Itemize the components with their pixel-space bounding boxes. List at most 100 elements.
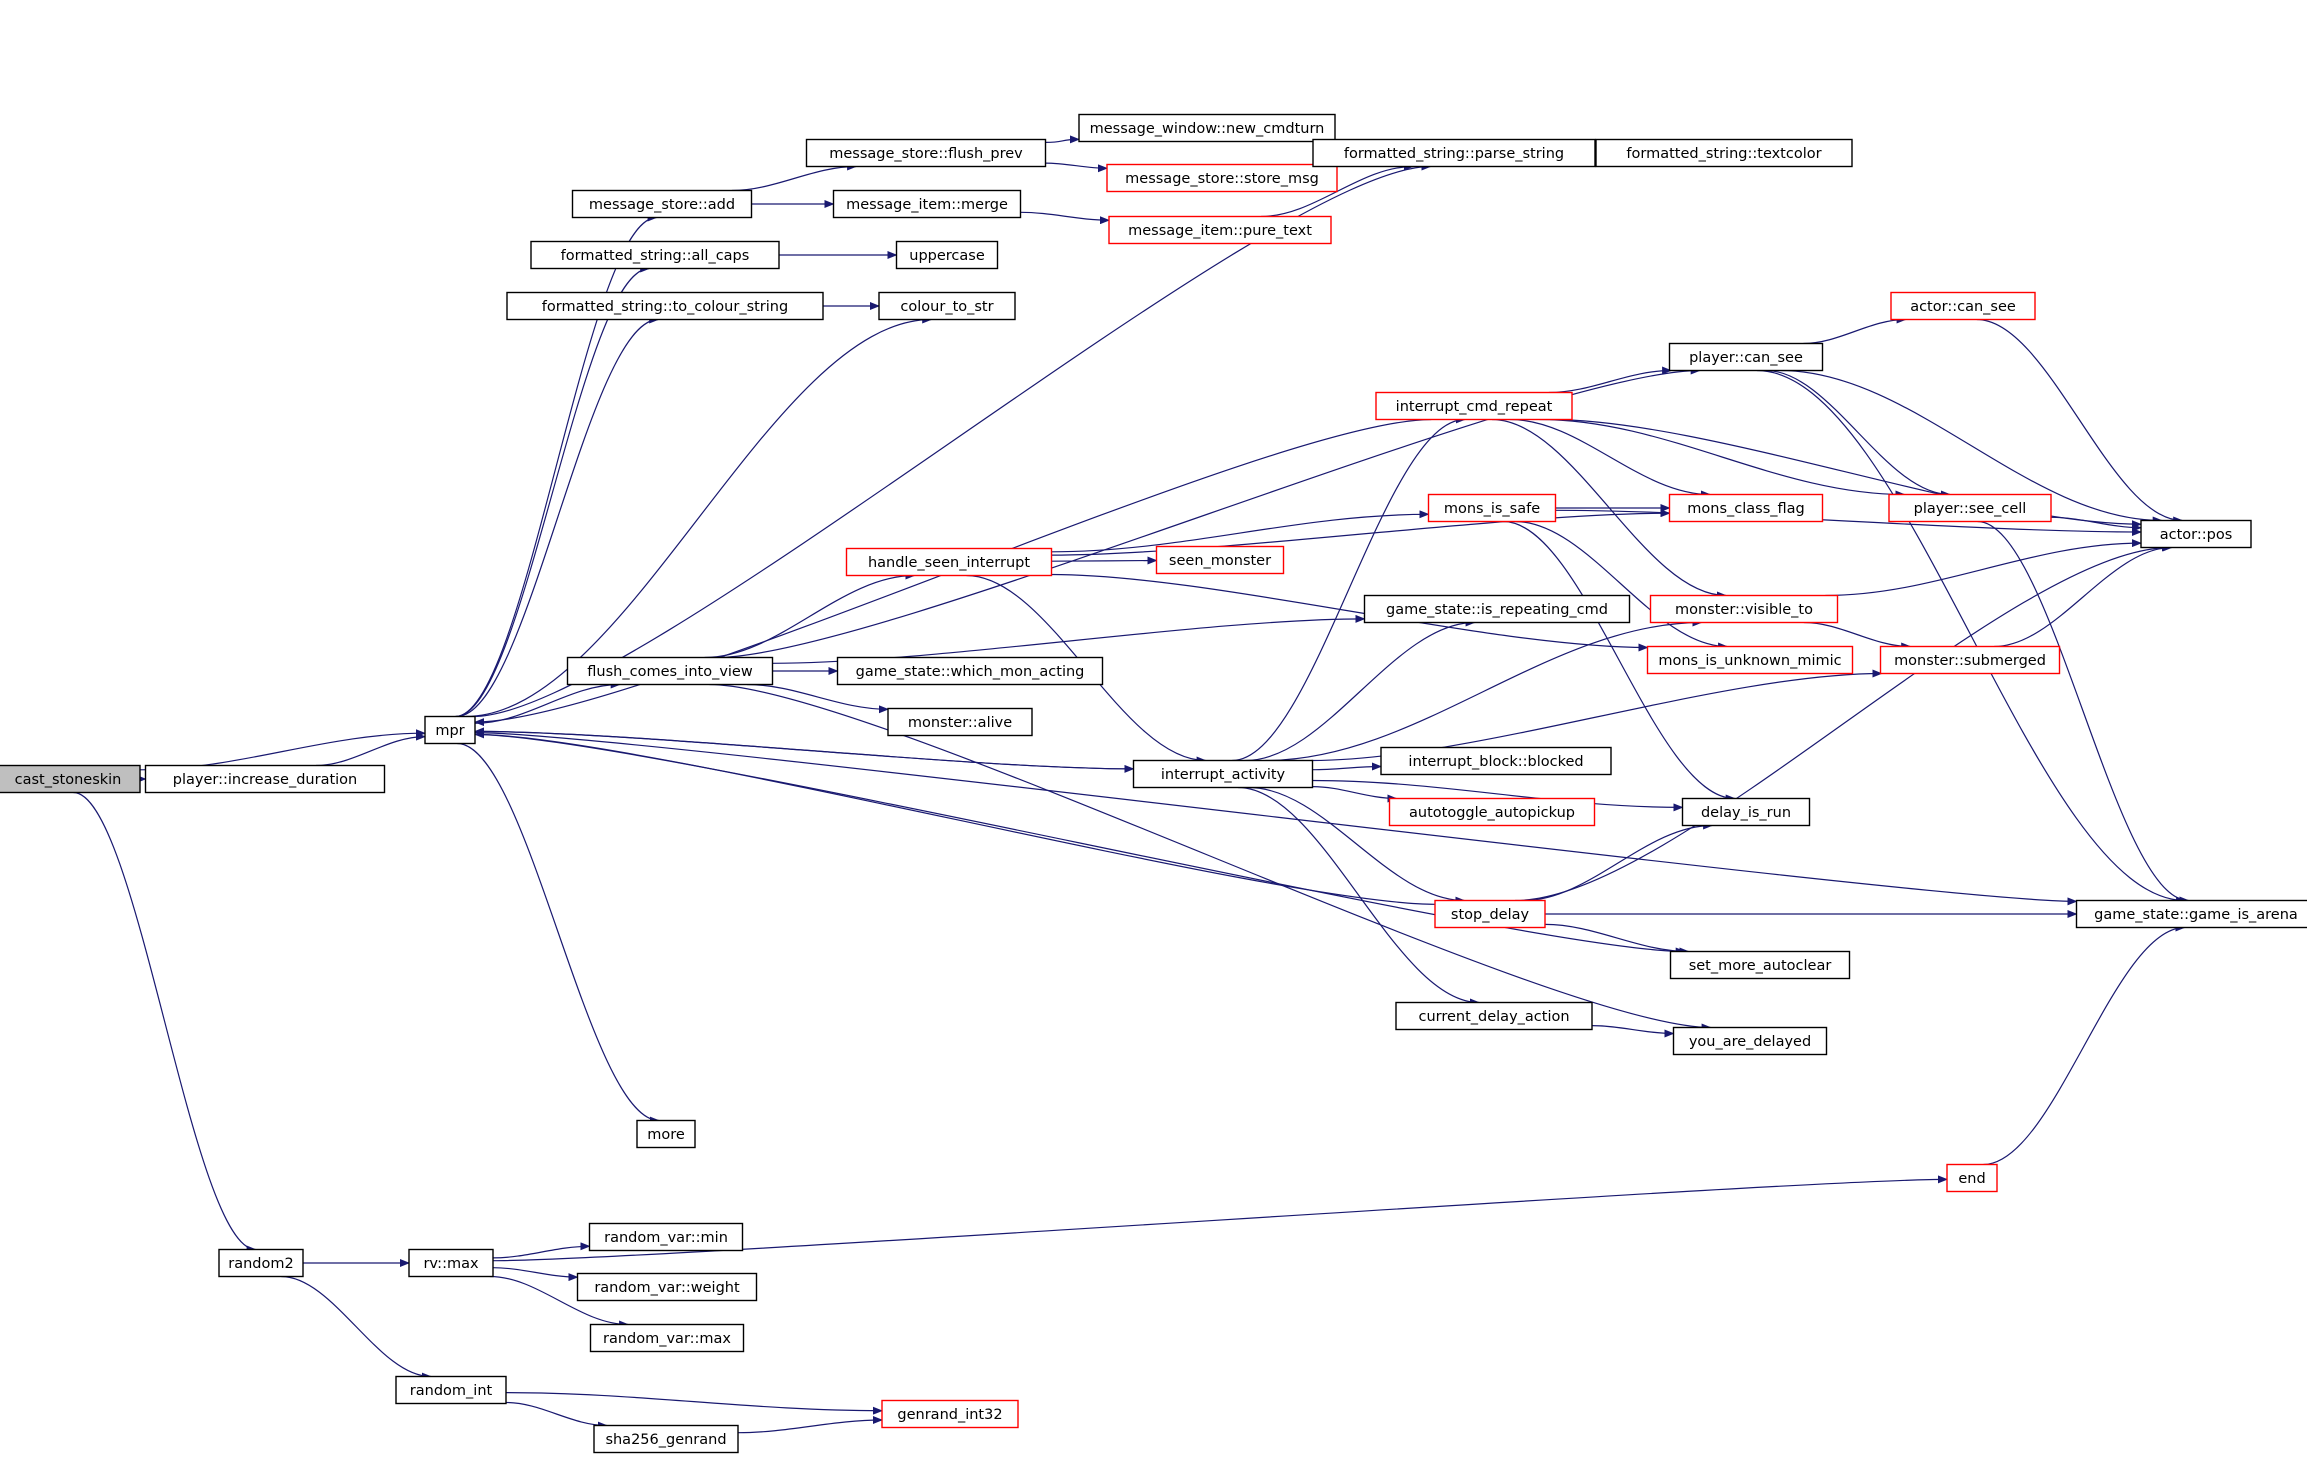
node-monster-alive[interactable]: monster::alive (887, 707, 1033, 737)
node-formatted-string-parse-string[interactable]: formatted_string::parse_string (1312, 138, 1596, 168)
node-label: formatted_string::to_colour_string (542, 299, 788, 315)
node-actor-pos[interactable]: actor::pos (2140, 519, 2252, 549)
edge-rv-max-to-random-var-weight (492, 1267, 579, 1282)
node-actor-can-see[interactable]: actor::can_see (1890, 291, 2036, 321)
node-genrand-int32[interactable]: genrand_int32 (881, 1399, 1019, 1429)
node-player-increase-duration[interactable]: player::increase_duration (144, 764, 386, 794)
edge-stop-delay-to-delay-is-run (1523, 821, 1714, 902)
node-uppercase[interactable]: uppercase (895, 240, 999, 270)
node-message-store-store-msg[interactable]: message_store::store_msg (1106, 163, 1338, 193)
node-interrupt-block-blocked[interactable]: interrupt_block::blocked (1380, 746, 1612, 776)
node-stop-delay[interactable]: stop_delay (1434, 899, 1546, 929)
node-box (1078, 113, 1336, 143)
edge-mpr-to-more (457, 742, 660, 1125)
node-box (424, 715, 476, 745)
edge-mpr-to-formatted-string-to-colour-string (456, 315, 660, 718)
edge-actor-can-see-to-actor-pos (1976, 318, 2184, 525)
node-rv-max[interactable]: rv::max (408, 1248, 494, 1278)
node-current-delay-action[interactable]: current_delay_action (1395, 1001, 1593, 1031)
edge-monster-submerged-to-actor-pos (1994, 543, 2173, 648)
node-label: mons_is_safe (1444, 501, 1540, 517)
node-box (805, 138, 1047, 168)
node-delay-is-run[interactable]: delay_is_run (1681, 797, 1811, 827)
edge-interrupt-activity-to-current-delay-action (1238, 786, 1480, 1007)
node-message-store-flush-prev[interactable]: message_store::flush_prev (805, 138, 1047, 168)
node-label: sha256_genrand (605, 1432, 726, 1448)
edge-message-store-flush-prev-to-message-window-new-cmdturn (1045, 135, 1080, 144)
node-player-can-see[interactable]: player::can_see (1668, 342, 1824, 372)
node-label: random_int (410, 1383, 493, 1399)
node-random-int[interactable]: random_int (395, 1375, 507, 1405)
node-colour-to-str[interactable]: colour_to_str (878, 291, 1016, 321)
edge-flush-comes-into-view-to-player-can-see (716, 366, 1701, 659)
edge-player-can-see-to-actor-pos (1780, 369, 2163, 525)
edge-random-int-to-genrand-int32 (505, 1392, 883, 1415)
node-box (1681, 797, 1811, 827)
node-game-state-is-repeating-cmd[interactable]: game_state::is_repeating_cmd (1363, 594, 1631, 624)
node-game-state-game-is-arena[interactable]: game_state::game_is_arena (2075, 899, 2307, 929)
node-sha256-genrand[interactable]: sha256_genrand (593, 1424, 739, 1454)
node-player-see-cell[interactable]: player::see_cell (1888, 493, 2052, 523)
node-handle-seen-interrupt[interactable]: handle_seen_interrupt (845, 547, 1053, 577)
node-label: cast_stoneskin (15, 772, 122, 788)
node-label: message_window::new_cmdturn (1090, 121, 1325, 137)
node-box (1946, 1163, 1998, 1193)
edge-message-item-merge-to-message-item-pure-text (1020, 211, 1110, 225)
node-formatted-string-all-caps[interactable]: formatted_string::all_caps (530, 240, 780, 270)
node-box (589, 1323, 745, 1353)
node-seen-monster[interactable]: seen_monster (1155, 545, 1285, 575)
node-random-var-min[interactable]: random_var::min (588, 1222, 744, 1252)
edge-mpr-to-colour-to-str (465, 315, 933, 718)
node-end[interactable]: end (1946, 1163, 1998, 1193)
node-box (1155, 545, 1285, 575)
node-mons-is-unknown-mimic[interactable]: mons_is_unknown_mimic (1646, 645, 1854, 675)
node-box (881, 1399, 1019, 1429)
node-monster-submerged[interactable]: monster::submerged (1879, 645, 2061, 675)
node-message-item-merge[interactable]: message_item::merge (832, 189, 1022, 219)
node-label: game_state::game_is_arena (2094, 907, 2298, 923)
node-random-var-max[interactable]: random_var::max (589, 1323, 745, 1353)
node-box (1106, 163, 1338, 193)
node-more[interactable]: more (636, 1119, 696, 1149)
node-mpr[interactable]: mpr (424, 715, 476, 745)
node-you-are-delayed[interactable]: you_are_delayed (1672, 1026, 1828, 1056)
node-message-item-pure-text[interactable]: message_item::pure_text (1108, 215, 1332, 245)
edge-mons-is-safe-to-mons-is-unknown-mimic (1514, 520, 1729, 651)
node-label: interrupt_cmd_repeat (1396, 399, 1553, 415)
node-message-window-new-cmdturn[interactable]: message_window::new_cmdturn (1078, 113, 1336, 143)
node-label: game_state::is_repeating_cmd (1386, 602, 1608, 618)
edge-monster-visible-to-to-monster-submerged (1803, 621, 1912, 651)
node-formatted-string-textcolor[interactable]: formatted_string::textcolor (1595, 138, 1853, 168)
node-monster-visible-to[interactable]: monster::visible_to (1649, 594, 1839, 624)
node-mons-is-safe[interactable]: mons_is_safe (1427, 493, 1557, 523)
node-set-more-autoclear[interactable]: set_more_autoclear (1669, 950, 1851, 980)
edge-mons-is-safe-to-delay-is-run (1503, 520, 1736, 803)
node-box (530, 240, 780, 270)
node-message-store-add[interactable]: message_store::add (571, 189, 753, 219)
node-label: formatted_string::parse_string (1344, 146, 1564, 162)
node-flush-comes-into-view[interactable]: flush_comes_into_view (566, 656, 774, 686)
node-label: rv::max (423, 1256, 479, 1272)
edge-player-can-see-to-player-see-cell (1765, 369, 1951, 499)
edge-interrupt-cmd-repeat-to-player-can-see (1548, 366, 1673, 394)
node-label: set_more_autoclear (1689, 958, 1832, 974)
node-box (1434, 899, 1546, 929)
edge-player-can-see-to-game-state-game-is-arena (1756, 369, 2187, 905)
node-box (895, 240, 999, 270)
node-box (506, 291, 824, 321)
node-interrupt-activity[interactable]: interrupt_activity (1132, 759, 1314, 789)
node-formatted-string-to-colour-string[interactable]: formatted_string::to_colour_string (506, 291, 824, 321)
edge-message-store-add-to-message-store-flush-prev (731, 162, 858, 192)
node-label: handle_seen_interrupt (868, 555, 1030, 571)
node-game-state-which-mon-acting[interactable]: game_state::which_mon_acting (836, 656, 1104, 686)
node-interrupt-cmd-repeat[interactable]: interrupt_cmd_repeat (1375, 391, 1573, 421)
node-mons-class-flag[interactable]: mons_class_flag (1668, 493, 1824, 523)
node-label: interrupt_activity (1161, 767, 1286, 783)
node-cast-stoneskin[interactable]: cast_stoneskin (0, 764, 141, 794)
node-random-var-weight[interactable]: random_var::weight (576, 1272, 758, 1302)
node-random2[interactable]: random2 (218, 1248, 304, 1278)
edge-handle-seen-interrupt-to-seen-monster (1051, 556, 1158, 565)
node-autotoggle-autopickup[interactable]: autotoggle_autopickup (1388, 797, 1596, 827)
node-box (566, 656, 774, 686)
